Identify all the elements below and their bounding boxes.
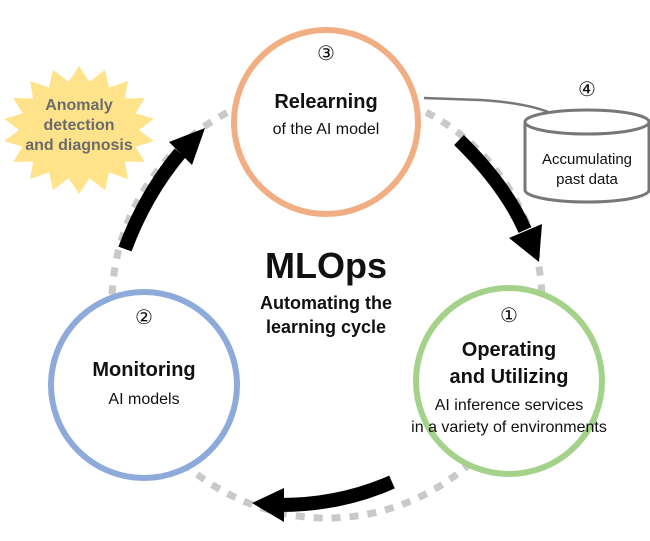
- anomaly-label-line1: Anomaly: [45, 97, 113, 114]
- operating-title-line2: and Utilizing: [450, 366, 569, 388]
- monitoring-desc: AI models: [108, 391, 179, 408]
- relearning-desc: of the AI model: [273, 121, 380, 138]
- center-title: MLOps: [265, 245, 387, 286]
- anomaly-label-line2: detection: [43, 117, 114, 134]
- storage-number: ④: [578, 79, 596, 101]
- center-subtitle-line1: Automating the: [260, 293, 392, 313]
- monitoring-title: Monitoring: [92, 359, 195, 381]
- storage-label-line1: Accumulating: [542, 151, 632, 168]
- arrow-monitoring-to-relearning: [118, 148, 186, 252]
- operating-desc-line1: AI inference services: [435, 397, 584, 414]
- arrow-relearning-to-operating: [454, 134, 532, 233]
- monitoring-number: ②: [135, 307, 153, 329]
- relearning-circle: [231, 27, 421, 217]
- arrow-monitoring-to-relearning-head: [169, 128, 205, 165]
- arrow-operating-to-monitoring: [279, 475, 395, 512]
- anomaly-starburst: [4, 66, 154, 194]
- anomaly-label-line3: and diagnosis: [25, 137, 133, 154]
- operating-desc-line2: in a variety of environments: [411, 419, 607, 436]
- storage-cylinder: [523, 108, 650, 204]
- arrow-relearning-to-operating-head: [509, 224, 542, 262]
- operating-circle: [413, 285, 605, 477]
- operating-number: ①: [500, 305, 518, 327]
- operating-title-line1: Operating: [462, 339, 556, 361]
- relearning-number: ③: [317, 43, 335, 65]
- monitoring-circle: [48, 289, 240, 481]
- relearning-title: Relearning: [274, 91, 377, 113]
- arrow-operating-to-monitoring-head: [252, 488, 284, 522]
- storage-label-line2: past data: [556, 171, 618, 188]
- center-subtitle-line2: learning cycle: [266, 317, 386, 337]
